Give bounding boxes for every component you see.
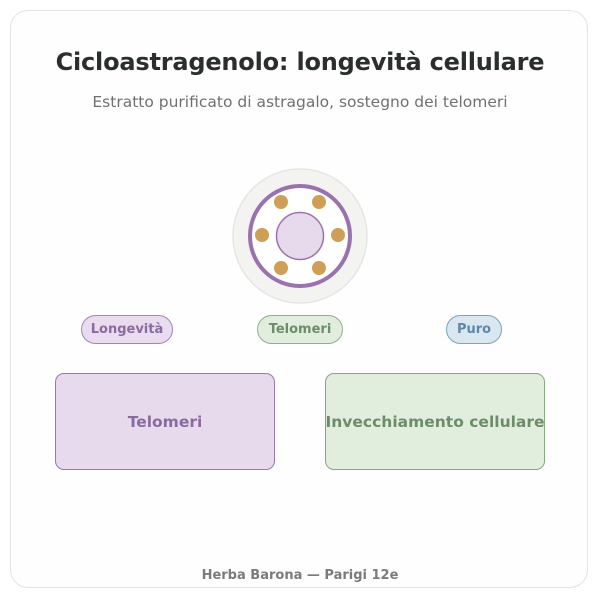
molecule-ring-icon	[232, 168, 368, 304]
emblem-dot	[312, 261, 326, 275]
footer-brand: Herba Barona — Parigi 12e	[201, 568, 399, 583]
panel-label: Telomeri	[127, 412, 203, 431]
panel-invecchiamento-cellulare: Invecchiamento cellulare	[325, 373, 545, 470]
tag-telomeri: Telomeri	[257, 315, 343, 344]
emblem-dot	[274, 195, 288, 209]
tag-puro: Puro	[446, 315, 502, 344]
page-title: Cicloastragenolo: longevità cellulare	[55, 48, 545, 76]
emblem-dot	[312, 195, 326, 209]
emblem-dot	[274, 261, 288, 275]
emblem-core	[275, 211, 325, 261]
panel-telomeri: Telomeri	[55, 373, 275, 470]
emblem-dot	[331, 228, 345, 242]
page-subtitle: Estratto purificato di astragalo, sosteg…	[92, 93, 508, 111]
emblem-graphic	[232, 168, 368, 304]
tag-longevita: Longevità	[81, 315, 173, 344]
emblem-dot	[255, 228, 269, 242]
panel-label: Invecchiamento cellulare	[325, 412, 545, 431]
